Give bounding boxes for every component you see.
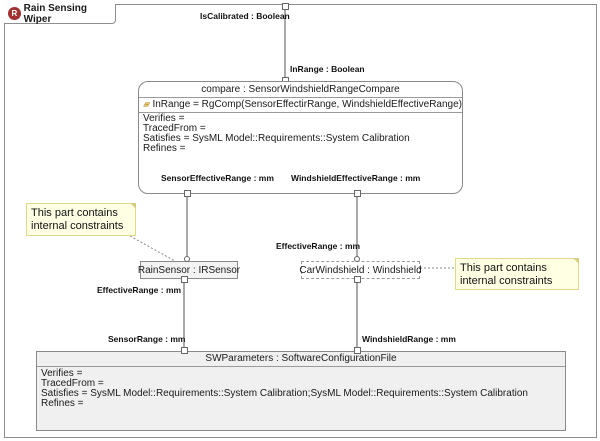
windshield-range-port[interactable] [354,347,361,354]
compare-constraint-row: InRange = RgComp(SensorEffectirRange, Wi… [139,98,462,111]
sw-parameters-divider [37,366,565,367]
windshield-effective-range-port[interactable] [354,190,361,197]
sw-traced-from: TracedFrom = [41,378,104,389]
inrange-label: InRange : Boolean [290,64,365,74]
note-left[interactable]: This part contains internal constraints [26,203,136,236]
windshield-part-port-label: EffectiveRange : mm [276,241,361,251]
rain-sensor-top-port[interactable] [184,256,190,262]
car-windshield-top-port[interactable] [354,256,360,262]
iscalibrated-port-label: IsCalibrated : Boolean [200,11,290,21]
compare-title: compare : SensorWindshieldRangeCompare [201,84,400,95]
diagram-tab[interactable]: R Rain Sensing Wiper [4,2,116,25]
windshield-range-label: WindshieldRange : mm [362,334,456,344]
rain-sensor-port-label: EffectiveRange : mm [97,285,182,295]
requirement-diagram-icon: R [8,7,21,20]
compare-divider [139,97,462,98]
rain-sensor-part[interactable]: RainSensor : IRSensor [137,261,241,279]
sensor-range-label: SensorRange : mm [108,334,186,344]
sensor-effective-range-label: SensorEffectiveRange : mm [161,173,274,183]
iscalibrated-port[interactable] [282,3,289,10]
note-right-fold [573,258,579,264]
compare-verifies: Verifies = [143,113,185,124]
note-right-text: This part contains internal constraints [460,262,553,287]
diagram-frame [4,4,597,438]
sensor-range-port[interactable] [181,347,188,354]
compare-divider-2 [139,112,462,113]
compare-refines: Refines = [143,143,186,154]
sw-parameters-block[interactable]: SWParameters : SoftwareConfigurationFile… [36,351,566,431]
sw-verifies: Verifies = [41,368,83,379]
car-windshield-label: CarWindshield : Windshield [299,264,422,276]
compare-traced-from: TracedFrom = [143,123,206,134]
sw-satisfies: Satisfies = SysML Model::Requirements::S… [41,388,528,399]
compare-constraint-text: InRange = RgComp(SensorEffectirRange, Wi… [152,99,462,110]
car-windshield-bottom-port[interactable] [354,276,361,283]
note-left-fold [130,203,136,209]
diagram-title: Rain Sensing Wiper [23,2,88,25]
rain-sensor-label: RainSensor : IRSensor [137,264,241,276]
sw-refines: Refines = [41,398,84,409]
windshield-effective-range-label: WindshieldEffectiveRange : mm [291,173,421,183]
note-right[interactable]: This part contains internal constraints [455,258,579,290]
rain-sensor-bottom-port[interactable] [181,276,188,283]
compare-satisfies: Satisfies = SysML Model::Requirements::S… [143,133,410,144]
sensor-effective-range-port[interactable] [184,190,191,197]
sw-parameters-title: SWParameters : SoftwareConfigurationFile [205,353,397,364]
note-anchor-left [129,235,176,262]
compare-constraint-block[interactable]: compare : SensorWindshieldRangeCompare I… [138,81,463,194]
note-left-text: This part contains internal constraints [31,207,124,232]
constraint-icon [143,102,151,107]
